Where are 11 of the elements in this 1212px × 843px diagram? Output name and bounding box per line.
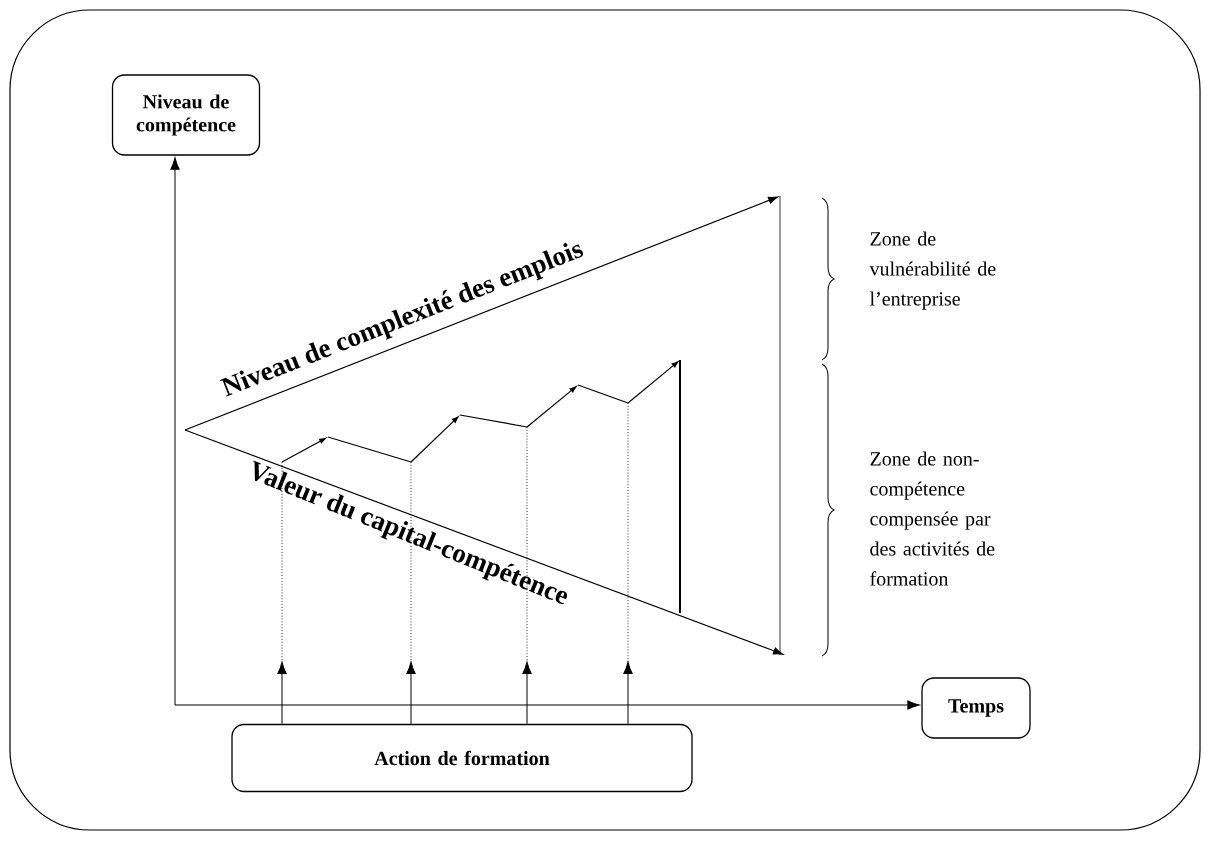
arrow (623, 661, 633, 725)
label-box: Action de formation (231, 723, 693, 793)
zone-label: Zone de non-compétence compensée par des activités de formation (870, 451, 995, 586)
label-box: Temps (921, 677, 1031, 739)
arrow (406, 661, 416, 725)
zone-label: Zone de vulnérabilité de l’entreprise (869, 231, 996, 310)
arrow (174, 700, 920, 710)
arrow (277, 661, 287, 725)
arrow (522, 661, 532, 725)
arrow (170, 157, 180, 706)
label-box: Niveau de compétence (111, 74, 261, 156)
